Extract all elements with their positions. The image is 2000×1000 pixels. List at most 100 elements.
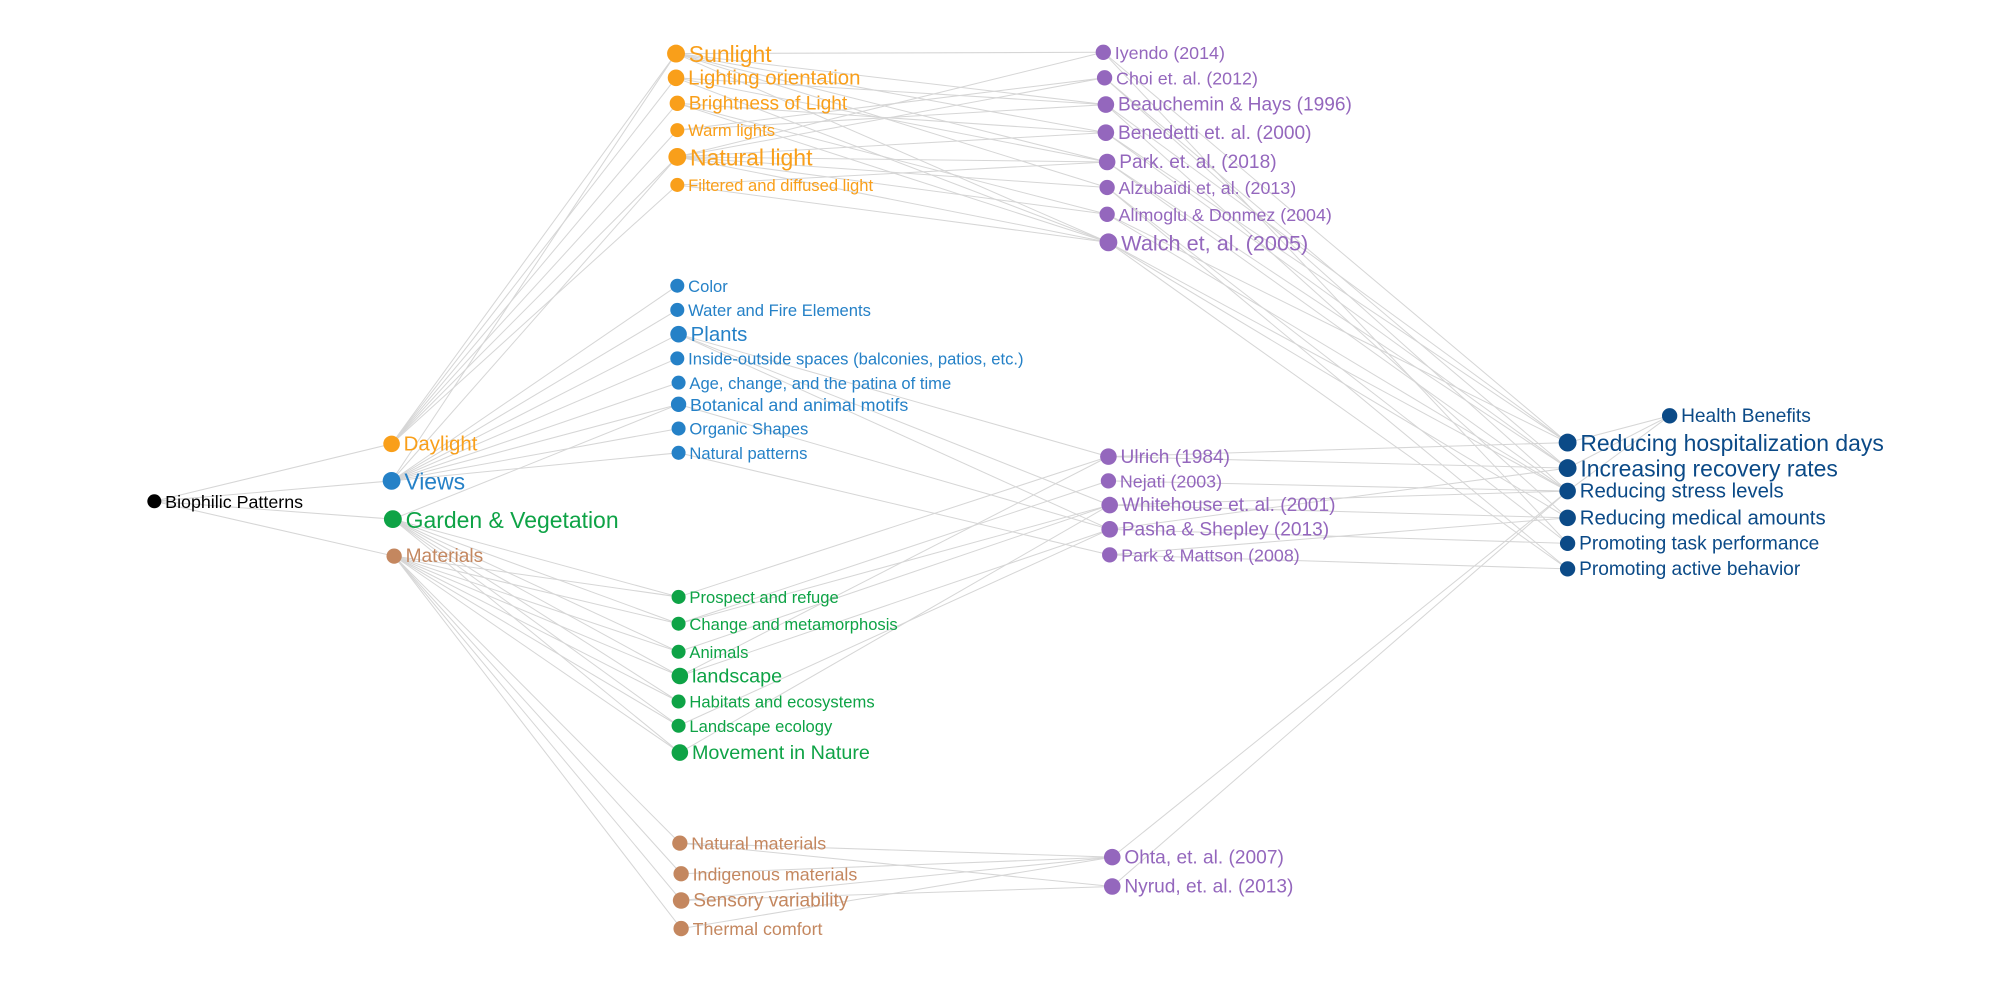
node-stress[interactable]: Reducing stress levels [1559, 481, 1784, 503]
node-dot[interactable] [671, 589, 686, 604]
node-dot[interactable] [383, 435, 400, 453]
node-landscape-ecology[interactable]: Landscape ecology [671, 717, 833, 736]
node-metamorphosis[interactable]: Change and metamorphosis [671, 615, 898, 634]
node-beauchemin[interactable]: Beauchemin & Hays (1996) [1097, 95, 1352, 116]
node-inside-outside[interactable]: Inside-outside spaces (balconies, patios… [670, 350, 1024, 369]
node-active[interactable]: Promoting active behavior [1559, 559, 1801, 580]
node-dot[interactable] [1558, 433, 1577, 452]
node-dot[interactable] [1101, 496, 1118, 514]
node-botanical[interactable]: Botanical and animal motifs [670, 395, 908, 415]
node-dot[interactable] [1559, 482, 1576, 500]
node-dot[interactable] [1559, 561, 1576, 577]
node-dot[interactable] [1103, 878, 1121, 895]
node-dot[interactable] [671, 667, 689, 685]
node-dot[interactable] [671, 718, 686, 733]
node-sensory[interactable]: Sensory variability [672, 891, 849, 912]
node-prospect[interactable]: Prospect and refuge [671, 588, 839, 607]
node-dot[interactable] [670, 177, 685, 192]
node-task[interactable]: Promoting task performance [1559, 534, 1819, 555]
node-dot[interactable] [671, 744, 689, 761]
node-dot[interactable] [1101, 521, 1118, 538]
node-dot[interactable] [671, 694, 686, 709]
node-age-change[interactable]: Age, change, and the patina of time [671, 374, 952, 393]
node-alzubaidi[interactable]: Alzubaidi et, al. (2013) [1099, 178, 1296, 198]
node-dot[interactable] [1096, 70, 1113, 86]
node-dot[interactable] [1097, 124, 1115, 141]
node-organic[interactable]: Organic Shapes [671, 420, 809, 439]
node-whitehouse[interactable]: Whitehouse et. al. (2001) [1101, 495, 1335, 516]
node-dot[interactable] [673, 920, 689, 937]
node-dot[interactable] [1558, 459, 1577, 478]
node-dot[interactable] [147, 494, 162, 509]
node-benedetti[interactable]: Benedetti et. al. (2000) [1097, 123, 1312, 144]
node-dot[interactable] [671, 375, 686, 390]
node-dot[interactable] [667, 44, 685, 63]
node-park2018[interactable]: Park. et. al. (2018) [1098, 152, 1277, 173]
node-dot[interactable] [670, 351, 685, 366]
node-park-mattson[interactable]: Park & Mattson (2008) [1102, 545, 1300, 565]
node-dot[interactable] [671, 445, 686, 460]
node-dot[interactable] [668, 147, 687, 166]
node-dot[interactable] [672, 835, 688, 851]
node-plants[interactable]: Plants [670, 324, 747, 346]
node-dot[interactable] [673, 866, 689, 882]
node-dot[interactable] [672, 892, 690, 909]
node-dot[interactable] [670, 278, 685, 293]
node-water-fire[interactable]: Water and Fire Elements [670, 301, 871, 320]
node-pasha[interactable]: Pasha & Shepley (2013) [1101, 519, 1329, 540]
node-movement[interactable]: Movement in Nature [671, 742, 870, 764]
node-lighting-orientation[interactable]: Lighting orientation [667, 67, 861, 89]
node-views[interactable]: Views [382, 469, 465, 495]
node-alimoglu[interactable]: Alimoglu & Donmez (2004) [1099, 205, 1332, 225]
node-dot[interactable] [671, 421, 686, 436]
node-dot[interactable] [383, 510, 402, 529]
node-ohta[interactable]: Ohta, et. al. (2007) [1103, 847, 1284, 868]
node-natural-light[interactable]: Natural light [668, 145, 813, 171]
node-daylight[interactable]: Daylight [383, 434, 478, 456]
node-brightness[interactable]: Brightness of Light [669, 93, 848, 114]
node-dot[interactable] [1559, 509, 1576, 527]
node-dot[interactable] [1099, 179, 1115, 196]
node-dot[interactable] [386, 548, 402, 564]
node-landscape[interactable]: landscape [671, 666, 783, 688]
node-habitats[interactable]: Habitats and ecosystems [671, 693, 875, 712]
node-materials[interactable]: Materials [386, 546, 483, 567]
node-natural-patterns[interactable]: Natural patterns [671, 444, 808, 463]
node-thermal[interactable]: Thermal comfort [673, 919, 823, 939]
node-filtered[interactable]: Filtered and diffused light [670, 176, 873, 195]
node-indigenous[interactable]: Indigenous materials [673, 864, 857, 884]
node-dot[interactable] [671, 616, 686, 631]
node-nyrud[interactable]: Nyrud, et. al. (2013) [1103, 877, 1293, 898]
node-dot[interactable] [1095, 44, 1111, 60]
node-hosp-days[interactable]: Reducing hospitalization days [1558, 430, 1884, 456]
node-dot[interactable] [1099, 206, 1115, 222]
node-dot[interactable] [1099, 233, 1118, 252]
node-nejati[interactable]: Nejati (2003) [1100, 472, 1222, 492]
node-garden[interactable]: Garden & Vegetation [383, 507, 619, 533]
node-choi[interactable]: Choi et. al. (2012) [1096, 68, 1258, 88]
node-dot[interactable] [670, 123, 685, 138]
node-recovery[interactable]: Increasing recovery rates [1558, 456, 1838, 482]
node-medical[interactable]: Reducing medical amounts [1559, 507, 1826, 529]
node-dot[interactable] [671, 644, 686, 659]
node-animals[interactable]: Animals [671, 643, 749, 662]
node-dot[interactable] [1103, 848, 1121, 866]
node-ulrich[interactable]: Ulrich (1984) [1100, 447, 1230, 468]
node-color[interactable]: Color [670, 277, 728, 296]
node-dot[interactable] [1102, 547, 1118, 563]
node-dot[interactable] [670, 325, 687, 343]
node-sunlight[interactable]: Sunlight [667, 41, 772, 67]
node-health[interactable]: Health Benefits [1661, 406, 1811, 427]
node-root[interactable]: Biophilic Patterns [147, 492, 303, 512]
node-dot[interactable] [667, 69, 685, 87]
node-dot[interactable] [1661, 408, 1678, 424]
node-dot[interactable] [1100, 448, 1117, 465]
node-dot[interactable] [669, 95, 685, 111]
node-dot[interactable] [1097, 96, 1115, 113]
node-dot[interactable] [670, 302, 685, 317]
node-dot[interactable] [1559, 535, 1576, 552]
node-iyendo[interactable]: Iyendo (2014) [1095, 43, 1225, 63]
node-dot[interactable] [1100, 473, 1117, 489]
node-warm-lights[interactable]: Warm lights [670, 121, 775, 140]
node-dot[interactable] [382, 471, 401, 490]
